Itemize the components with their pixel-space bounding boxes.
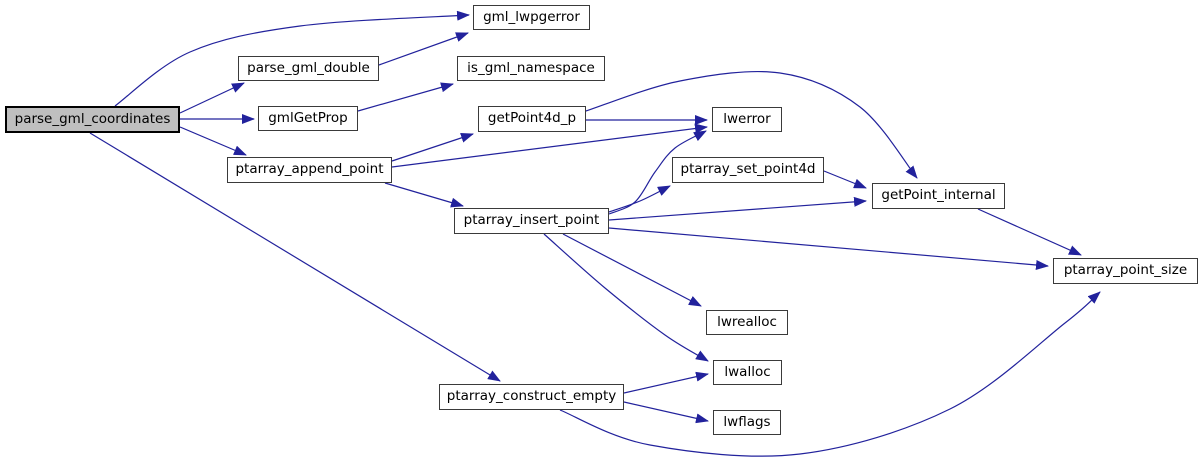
- edge-ptarray_insert_point-to-lwalloc: [543, 233, 709, 362]
- node-getPoint_internal[interactable]: getPoint_internal: [872, 183, 1005, 209]
- edge-ptarray_insert_point-to-lwerror: [608, 130, 707, 215]
- edge-ptarray_construct_empty-to-lwalloc: [623, 371, 709, 394]
- node-is_gml_namespace[interactable]: is_gml_namespace: [457, 56, 605, 81]
- node-ptarray_set_point4d[interactable]: ptarray_set_point4d: [672, 157, 824, 183]
- node-label: is_gml_namespace: [467, 59, 595, 76]
- edge-parse_gml_coordinates-to-gml_lwpgerror: [114, 10, 470, 107]
- edge-ptarray_construct_empty-to-lwflags: [623, 401, 709, 424]
- node-lwflags[interactable]: lwflags: [713, 410, 781, 435]
- node-ptarray_append_point[interactable]: ptarray_append_point: [227, 157, 392, 183]
- node-gml_lwpgerror[interactable]: gml_lwpgerror: [473, 5, 590, 30]
- edge-ptarray_append_point-to-getPoint4d_p: [391, 133, 474, 162]
- node-label: lwrealloc: [717, 313, 777, 330]
- edge-gmlGetProp-to-is_gml_namespace: [357, 82, 454, 112]
- node-label: ptarray_insert_point: [463, 212, 600, 229]
- node-label: gmlGetProp: [268, 109, 348, 126]
- node-label: lwalloc: [724, 363, 771, 380]
- edge-ptarray_set_point4d-to-getPoint_internal: [823, 170, 867, 189]
- edge-parse_gml_coordinates-to-parse_gml_double: [179, 82, 245, 114]
- node-label: ptarray_set_point4d: [680, 161, 816, 178]
- node-label: lwerror: [723, 110, 771, 127]
- edge-ptarray_insert_point-to-getPoint_internal: [608, 196, 867, 221]
- node-label: getPoint4d_p: [487, 110, 577, 127]
- edge-ptarray_insert_point-to-ptarray_set_point4d: [608, 185, 671, 213]
- node-label: parse_gml_double: [247, 59, 370, 76]
- edge-getPoint_internal-to-ptarray_point_size: [977, 208, 1082, 256]
- node-ptarray_insert_point[interactable]: ptarray_insert_point: [454, 208, 609, 234]
- node-getPoint4d_p[interactable]: getPoint4d_p: [478, 106, 586, 132]
- edge-ptarray_insert_point-to-ptarray_point_size: [608, 227, 1049, 270]
- edge-parse_gml_coordinates-to-ptarray_append_point: [179, 126, 247, 156]
- node-parse_gml_double[interactable]: parse_gml_double: [238, 56, 379, 81]
- node-parse_gml_coordinates: parse_gml_coordinates: [5, 106, 180, 133]
- edge-ptarray_insert_point-to-lwrealloc: [562, 233, 702, 307]
- edge-ptarray_construct_empty-to-ptarray_point_size: [559, 291, 1101, 457]
- edge-parse_gml_double-to-gml_lwpgerror: [378, 32, 469, 66]
- node-label: getPoint_internal: [881, 187, 996, 204]
- node-gmlGetProp[interactable]: gmlGetProp: [258, 106, 358, 131]
- edge-group: [89, 10, 1101, 457]
- node-label: ptarray_append_point: [235, 161, 384, 178]
- node-label: parse_gml_coordinates: [14, 110, 171, 127]
- edge-getPoint4d_p-to-getPoint_internal: [585, 70, 918, 179]
- edge-ptarray_append_point-to-lwerror: [391, 123, 708, 168]
- edge-ptarray_append_point-to-ptarray_insert_point: [384, 182, 464, 208]
- node-label: lwflags: [723, 413, 771, 430]
- node-label: ptarray_point_size: [1063, 262, 1188, 279]
- node-ptarray_point_size[interactable]: ptarray_point_size: [1053, 258, 1198, 284]
- node-lwrealloc[interactable]: lwrealloc: [706, 310, 788, 335]
- node-label: ptarray_construct_empty: [446, 388, 617, 405]
- node-ptarray_construct_empty[interactable]: ptarray_construct_empty: [439, 384, 624, 410]
- node-lwalloc[interactable]: lwalloc: [713, 360, 782, 385]
- node-lwerror[interactable]: lwerror: [712, 107, 782, 132]
- node-label: gml_lwpgerror: [483, 8, 580, 25]
- edge-parse_gml_coordinates-to-ptarray_construct_empty: [89, 132, 501, 382]
